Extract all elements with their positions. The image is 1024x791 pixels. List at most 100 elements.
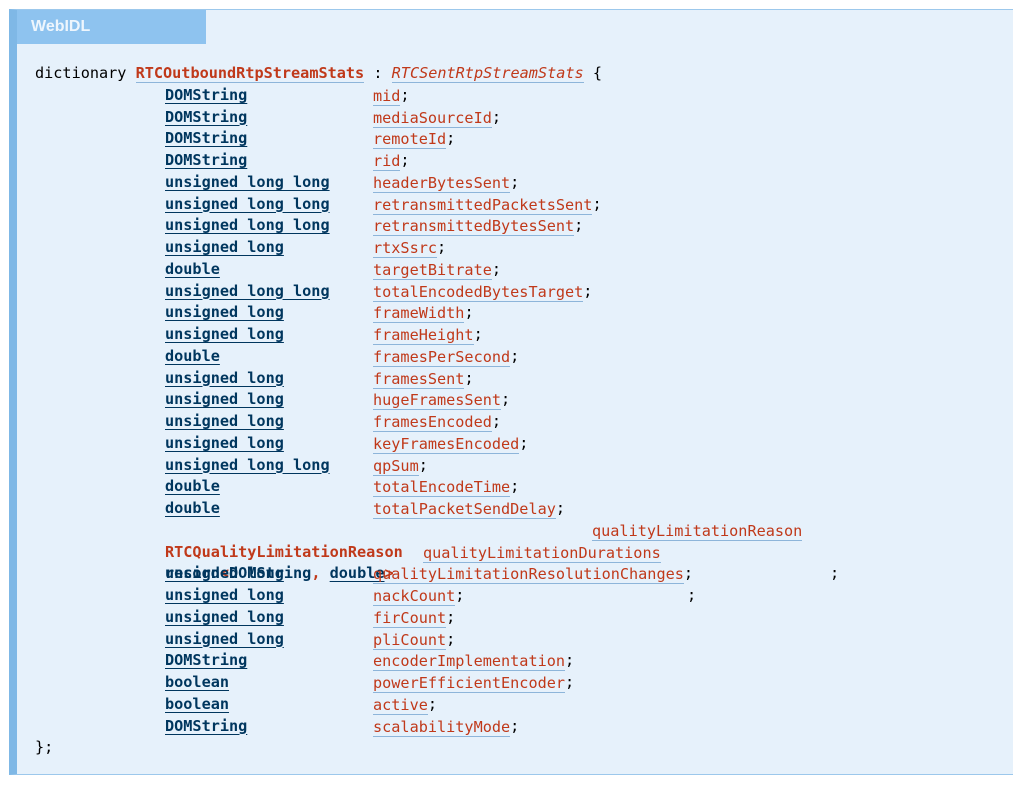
member-name-link[interactable]: targetBitrate <box>373 260 492 280</box>
member-type-link[interactable]: unsigned long long <box>165 455 330 474</box>
member-name-link[interactable]: retransmittedPacketsSent <box>373 195 593 215</box>
member-type-link[interactable]: DOMString <box>165 85 248 104</box>
member-line: unsigned long long retransmittedBytesSent… <box>35 215 602 237</box>
member-name-link[interactable]: nackCount <box>373 587 456 606</box>
member-line-record: record<DOMString, double> qualityLimitat… <box>35 542 696 605</box>
member-type-link[interactable]: double <box>165 259 220 278</box>
member-semicolon: ; <box>418 455 428 474</box>
member-line: DOMString mediaSourceId; <box>35 107 602 129</box>
idl-code: dictionary RTCOutboundRtpStreamStats : R… <box>35 63 839 759</box>
member-name-link[interactable]: frameHeight <box>373 326 474 345</box>
member-name-link[interactable]: retransmittedBytesSent <box>373 217 575 237</box>
member-semicolon: ; <box>491 412 502 430</box>
member-semicolon: ; <box>473 325 483 343</box>
member-name-link[interactable]: totalEncodedBytesTarget <box>373 282 584 302</box>
member-semicolon: ; <box>437 238 447 256</box>
dictionary-name-link[interactable]: RTCOutboundRtpStreamStats <box>135 64 365 83</box>
member-type-link[interactable]: unsigned long <box>165 433 284 452</box>
member-semicolon: ; <box>565 651 575 670</box>
member-name-link[interactable]: framesSent <box>373 369 465 389</box>
member-semicolon: ; <box>400 151 410 169</box>
member-type-link[interactable]: unsigned long <box>165 368 284 387</box>
member-type-link[interactable]: unsigned long <box>165 564 284 583</box>
member-type-link[interactable]: double <box>165 499 220 517</box>
member-name-link[interactable]: remoteId <box>373 130 447 150</box>
member-type-link[interactable]: DOMString <box>165 716 248 735</box>
member-name-link[interactable]: powerEfficientEncoder <box>373 674 566 693</box>
member-line: unsigned long long totalEncodedBytesTarge… <box>35 281 602 303</box>
member-semicolon: ; <box>510 716 520 735</box>
member-semicolon: ; <box>446 129 456 148</box>
member-type-link[interactable]: RTCQualityLimitationReason <box>165 542 403 561</box>
member-name-link[interactable]: hugeFramesSent <box>373 391 502 411</box>
member-name-link[interactable]: pliCount <box>373 630 447 650</box>
member-name-link[interactable]: qpSum <box>373 456 419 476</box>
member-type-link[interactable]: boolean <box>165 694 230 713</box>
dictionary-keyword: dictionary <box>35 64 127 82</box>
member-semicolon: ; <box>583 281 593 300</box>
member-semicolon: ; <box>830 564 840 583</box>
member-name-link[interactable]: active <box>373 695 428 715</box>
member-type-link[interactable]: unsigned long long <box>165 194 330 213</box>
member-name-link[interactable]: keyFramesEncoded <box>373 434 520 454</box>
member-name-link[interactable]: totalEncodeTime <box>373 478 511 498</box>
member-type-link[interactable]: unsigned long <box>165 325 284 343</box>
member-type-link[interactable]: unsigned long <box>165 303 284 322</box>
member-type-link[interactable]: DOMString <box>165 151 248 169</box>
record-value-type-link[interactable]: double <box>329 564 385 583</box>
member-semicolon: ; <box>446 629 456 648</box>
member-line: boolean powerEfficientEncoder; <box>35 672 602 694</box>
member-line: unsigned long long qpSum; <box>35 455 602 477</box>
member-type-link[interactable]: unsigned long <box>165 390 284 409</box>
member-semicolon: ; <box>464 303 474 322</box>
record-key-type: DOMString <box>229 564 312 583</box>
record-keyword-link[interactable]: record <box>165 564 220 583</box>
member-name-link[interactable]: scalabilityMode <box>373 717 511 737</box>
member-name-link[interactable]: totalPacketSendDelay <box>373 500 556 519</box>
member-name-link[interactable]: framesPerSecond <box>373 347 511 367</box>
member-type-link[interactable]: unsigned long <box>165 238 284 256</box>
member-type-link[interactable]: double <box>165 477 220 496</box>
member-type-link[interactable]: boolean <box>165 673 230 691</box>
member-name-link[interactable]: mediaSourceId <box>373 108 492 128</box>
member-name-link[interactable]: qualityLimitationDurations <box>423 543 661 563</box>
member-name-link[interactable]: rid <box>373 152 401 171</box>
member-line: DOMString remoteId; <box>35 128 602 150</box>
member-type-link[interactable]: unsigned long <box>165 586 284 604</box>
member-name-link[interactable]: rtxSsrc <box>373 239 438 258</box>
member-name-link[interactable]: framesEncoded <box>373 413 492 432</box>
member-name-link[interactable]: qualityLimitationReason <box>592 521 803 541</box>
member-name-link[interactable]: mid <box>373 86 401 106</box>
member-type-link[interactable]: unsigned long long <box>165 281 330 300</box>
member-type-link[interactable]: DOMString <box>165 129 248 148</box>
member-line: DOMString rid; <box>35 150 602 172</box>
member-type-link[interactable]: double <box>165 346 220 365</box>
member-name-link[interactable]: frameWidth <box>373 304 465 324</box>
member-semicolon: ; <box>446 607 456 626</box>
member-name-link[interactable]: qualityLimitationResolutionChanges <box>373 565 684 585</box>
member-type-link[interactable]: DOMString <box>165 651 248 670</box>
member-type-link[interactable]: unsigned long <box>165 629 284 648</box>
member-type-link[interactable]: unsigned long <box>165 607 284 626</box>
member-semicolon: ; <box>592 194 602 213</box>
member-semicolon: ; <box>683 564 694 583</box>
member-semicolon: ; <box>491 107 502 126</box>
member-type-link[interactable]: unsigned long long <box>165 172 330 191</box>
member-line: unsigned long rtxSsrc; <box>35 237 602 259</box>
member-semicolon: ; <box>565 673 575 691</box>
member-line: unsigned long qualityLimitationResolution… <box>35 563 693 585</box>
member-semicolon: ; <box>510 172 520 191</box>
member-name-link[interactable]: encoderImplementation <box>373 652 566 672</box>
member-semicolon: ; <box>427 694 438 713</box>
dictionary-header-line: dictionary RTCOutboundRtpStreamStats : R… <box>35 63 602 85</box>
member-name-link[interactable]: firCount <box>373 608 447 628</box>
member-type-link[interactable]: unsigned long long <box>165 216 330 235</box>
member-type-link[interactable]: unsigned long <box>165 412 284 430</box>
inherited-dictionary-link[interactable]: RTCSentRtpStreamStats <box>391 64 584 83</box>
webidl-tab-label: WebIDL <box>17 10 206 44</box>
member-name-link[interactable]: headerBytesSent <box>373 173 511 193</box>
member-type-link[interactable]: DOMString <box>165 107 248 126</box>
